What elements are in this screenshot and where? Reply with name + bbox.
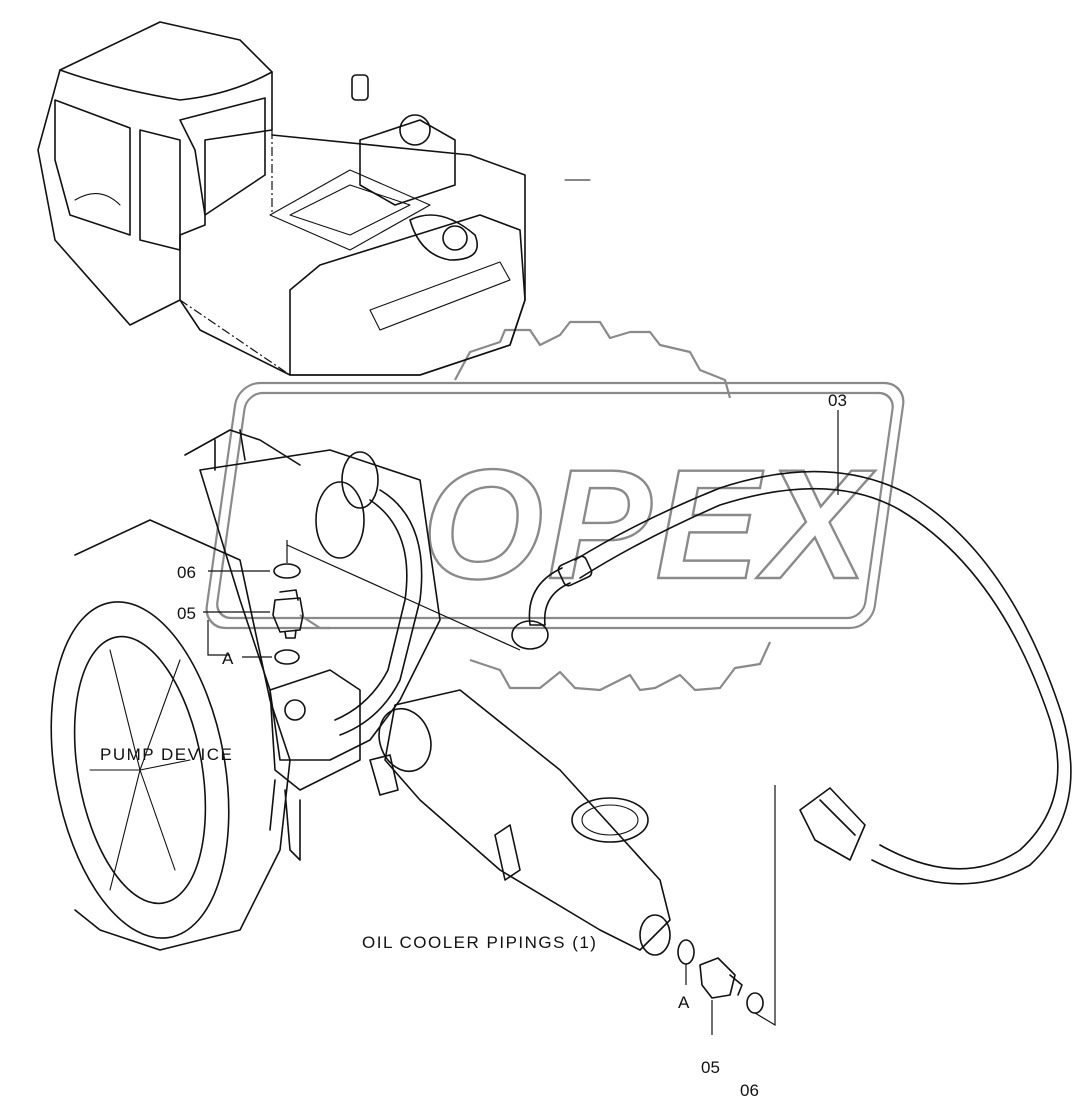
lower-parts bbox=[677, 939, 764, 1014]
pump-pipe-1 bbox=[339, 489, 423, 736]
pump-flywheel-inner bbox=[73, 635, 207, 905]
pump-highlight-core bbox=[442, 225, 468, 251]
callout-upper-06: 06 bbox=[177, 563, 196, 582]
watermark-text: OPEX bbox=[422, 438, 875, 612]
excavator-upper-structure bbox=[37, 21, 591, 376]
cab-handle bbox=[74, 193, 121, 206]
pump-mount-block bbox=[269, 669, 361, 791]
leader-hose-upper bbox=[286, 544, 521, 651]
watermark-frame-outer bbox=[205, 381, 905, 630]
cab-roof bbox=[59, 69, 273, 101]
pump-flywheel-spokes bbox=[89, 649, 191, 891]
callout-labels: 03 06 05 A A 05 06 PUMP DEVICE OIL COOLE… bbox=[100, 391, 847, 1100]
pump-highlight bbox=[409, 214, 478, 261]
callout-upper-05: 05 bbox=[177, 604, 196, 623]
pump-lower-fittings bbox=[269, 779, 301, 861]
cooler-cylinder bbox=[384, 689, 671, 951]
tank-box bbox=[359, 119, 456, 206]
upper-oring bbox=[273, 563, 301, 579]
cooler-top-port-inner bbox=[581, 804, 639, 836]
watermark-frame-inner bbox=[216, 391, 894, 620]
hose-elbow-nut bbox=[511, 620, 549, 650]
pump-port-b bbox=[315, 481, 365, 559]
pump-pipe-2 bbox=[334, 499, 408, 721]
upper-fitting bbox=[272, 589, 304, 639]
callout-lower-05: 05 bbox=[701, 1058, 720, 1077]
engine-cover-inner bbox=[289, 184, 411, 236]
cooler-cylinder-end bbox=[378, 707, 432, 773]
hose-swivel-nut bbox=[557, 555, 593, 587]
cooler-clamp bbox=[369, 754, 521, 881]
counterweight bbox=[289, 214, 526, 376]
pump-housing bbox=[74, 519, 291, 951]
leader-lower-06 bbox=[754, 785, 776, 1027]
callout-lower-a: A bbox=[678, 993, 690, 1012]
opex-watermark: OPEX bbox=[205, 320, 905, 692]
cab-outline bbox=[37, 21, 273, 326]
hose-elbow bbox=[528, 567, 571, 626]
lower-oring-a bbox=[677, 939, 695, 965]
hose-inner bbox=[574, 470, 1072, 885]
cab-front-window bbox=[179, 97, 266, 216]
tank-cap bbox=[399, 114, 431, 146]
exhaust-stack bbox=[351, 74, 369, 101]
callout-lower-06: 06 bbox=[740, 1081, 759, 1100]
cooler-outlet bbox=[639, 914, 671, 956]
oil-cooler-piping bbox=[369, 689, 671, 956]
caption-oil-cooler: OIL COOLER PIPINGS (1) bbox=[362, 933, 597, 952]
lower-oring-b bbox=[746, 992, 764, 1014]
leader-lines bbox=[203, 410, 839, 1035]
counterweight-slot bbox=[369, 261, 511, 331]
pump-device bbox=[50, 429, 441, 951]
upper-ref-oring bbox=[274, 649, 300, 665]
pump-flywheel-rim bbox=[50, 601, 230, 939]
pump-body bbox=[199, 449, 441, 761]
cab-door bbox=[139, 129, 181, 251]
caption-pump-device: PUMP DEVICE bbox=[100, 745, 233, 764]
upper-parts bbox=[272, 563, 304, 665]
cooler-top-port bbox=[571, 797, 649, 843]
hose-assembly bbox=[511, 470, 1072, 885]
cab-side-window bbox=[54, 99, 131, 236]
lower-fitting bbox=[699, 957, 743, 999]
pump-port-a bbox=[341, 451, 379, 509]
excavator-dashed-rim bbox=[179, 130, 291, 376]
engine-cover bbox=[269, 169, 431, 251]
pump-valves bbox=[184, 429, 301, 471]
callout-03: 03 bbox=[828, 391, 847, 410]
leader-upper-bracket bbox=[207, 620, 230, 656]
callout-upper-a: A bbox=[222, 649, 234, 668]
hose-fitting-end bbox=[799, 787, 866, 861]
pump-mount-port bbox=[284, 699, 306, 721]
hose-outer bbox=[579, 487, 1059, 870]
